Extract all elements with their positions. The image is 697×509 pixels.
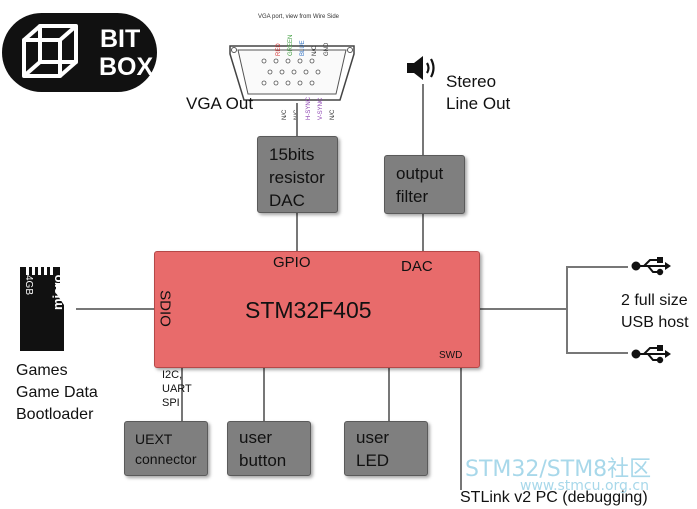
stlink-label: STLink v2 PC (debugging) xyxy=(460,489,648,506)
speaker-icon xyxy=(407,56,435,80)
vga-pin-label: N/C xyxy=(330,109,336,120)
sd-brand: micro xyxy=(50,274,65,310)
watermark-url: www.stmcu.org.cn xyxy=(520,478,649,494)
user-led-label: user LED xyxy=(356,428,390,470)
usb-bottom-line xyxy=(566,352,628,354)
vga-pin-label: H-SYNC xyxy=(306,96,312,120)
vga-pin-label: RED xyxy=(276,43,282,56)
stereo-line-out-label: Stereo Line Out xyxy=(446,72,511,113)
mcu-to-button-line xyxy=(263,366,265,421)
logo-text-bottom: BOX xyxy=(99,53,154,81)
swd-label: SWD xyxy=(439,350,463,361)
sdio-label: SDIO xyxy=(156,290,174,327)
logo-text-top: BIT xyxy=(100,25,141,53)
resistor-dac-label: 15bits resistor DAC xyxy=(269,145,325,210)
swd-to-stlink-line xyxy=(460,366,462,490)
microsd-card-icon xyxy=(20,267,64,351)
mcu-title: STM32F405 xyxy=(245,297,372,323)
mcu-to-usb-line xyxy=(478,308,566,310)
vga-pin-label: BLUE xyxy=(300,40,306,56)
resistor-dac-box: 15bits resistor DAC xyxy=(257,136,338,213)
dac-to-gpio-line xyxy=(296,211,298,251)
vga-pin-label: N/C xyxy=(282,109,288,120)
cube-icon xyxy=(22,24,78,78)
vga-pin-label: V-SYNC xyxy=(318,97,324,120)
output-filter-label: output filter xyxy=(396,164,444,206)
vga-caption: VGA port, view from Wire Side xyxy=(258,14,340,20)
sd-to-sdio-line xyxy=(76,308,154,310)
output-filter-box: output filter xyxy=(384,155,465,214)
bitbox-logo: BIT BOX xyxy=(2,13,157,92)
uext-connector-label: UEXT connector xyxy=(135,431,197,467)
vga-out-label: VGA Out xyxy=(186,94,254,113)
vga-pin-label: GND xyxy=(324,42,330,56)
vga-pin-label: N/C xyxy=(312,45,318,56)
mcu-to-led-line xyxy=(388,366,390,421)
uext-connector-box: UEXT connector xyxy=(124,421,208,476)
watermark-title: STM32/STM8社区 xyxy=(465,457,652,482)
filter-to-dac-line xyxy=(422,212,424,251)
mcu-to-uext-line xyxy=(181,366,183,421)
usb-bracket-line xyxy=(566,266,568,352)
sd-card-label: Games Game Data Bootloader xyxy=(16,362,98,423)
user-led-box: user LED xyxy=(344,421,428,476)
vga-to-dac-line xyxy=(296,103,298,136)
usb-top-line xyxy=(566,266,628,268)
usb-icon-top xyxy=(631,257,671,276)
usb-icon-bottom xyxy=(631,345,671,364)
bus-labels: I2C, UART SPI xyxy=(162,369,192,409)
mcu-block: STM32F405 GPIO DAC SDIO SWD xyxy=(154,251,480,368)
vga-pin-label: GREEN xyxy=(288,34,294,56)
usb-host-label: 2 full size USB host xyxy=(621,292,689,331)
gpio-label: GPIO xyxy=(273,254,311,271)
dac-port-label: DAC xyxy=(401,258,433,275)
user-button-label: user button xyxy=(239,428,287,470)
audio-to-filter-line xyxy=(422,84,424,155)
vga-connector-icon xyxy=(229,45,355,101)
sd-capacity: 4GB xyxy=(23,275,34,296)
user-button-box: user button xyxy=(227,421,311,476)
